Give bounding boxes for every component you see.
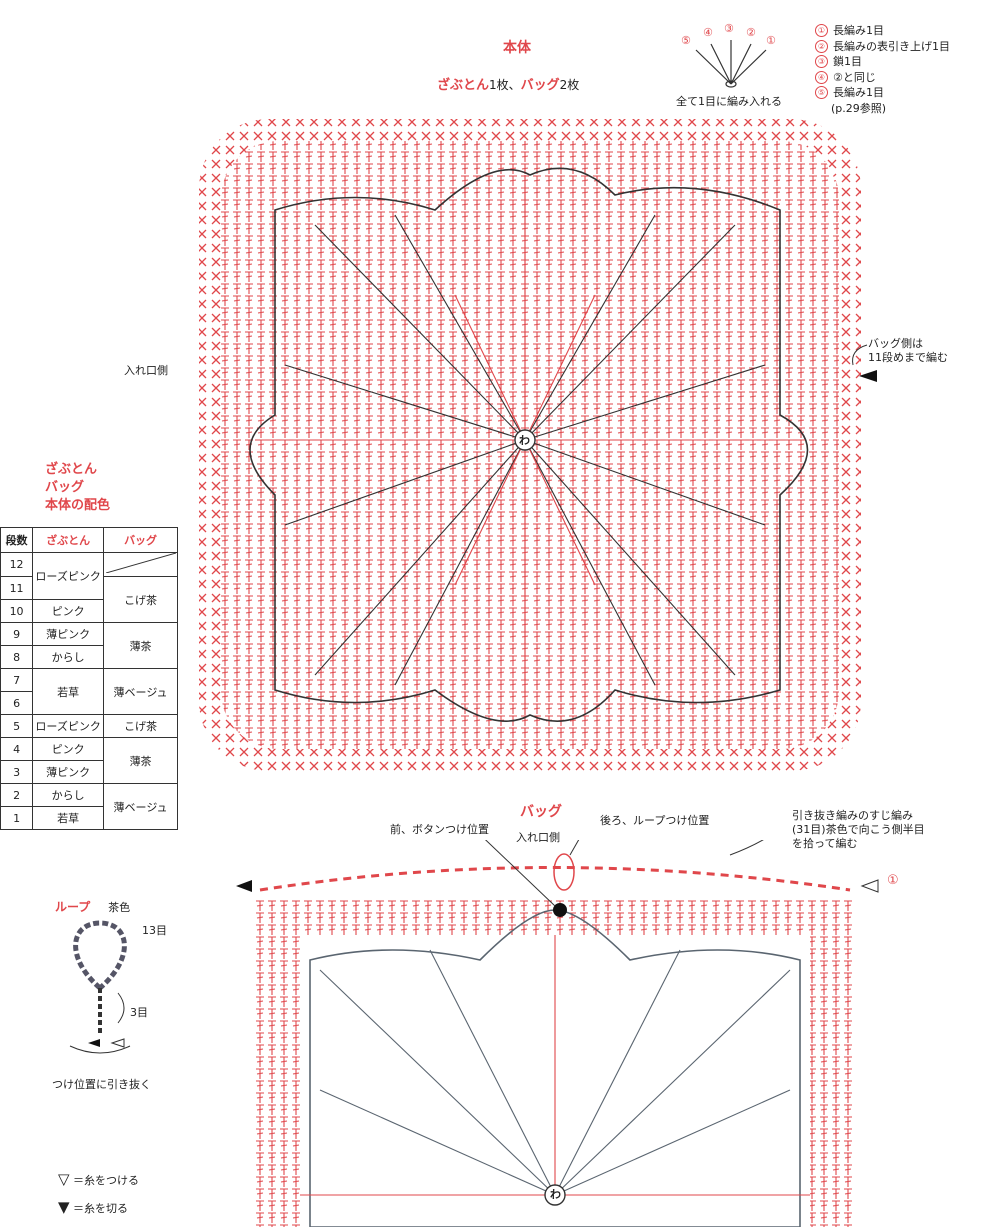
loop-position-marker	[553, 853, 575, 891]
cluster-legend: ⑤ ④ ③ ② ①	[676, 22, 786, 92]
bag-slip-stitch-note: 引き抜き編みのすじ編み (31目)茶色で向こう側半目 を拾って編む	[792, 809, 925, 850]
attach-thread-icon	[110, 1038, 125, 1048]
subtitle-zabuton-count: 1枚、	[489, 78, 521, 92]
bag-crochet-chart	[236, 840, 879, 1227]
color-table-caption: ざぶとん バッグ 本体の配色	[45, 462, 111, 513]
cluster-caption: 全て1目に編み入れる	[676, 95, 782, 108]
button-position-marker	[553, 903, 567, 917]
cut-thread-icon: ▼	[58, 1198, 70, 1216]
attach-thread-icon: ▽	[58, 1170, 70, 1188]
bag-heading: バッグ	[520, 804, 562, 820]
symbol-cut: ▼ ＝糸を切る	[58, 1198, 129, 1216]
bag-center-label: わ	[550, 1188, 561, 1201]
bag-side-note: バッグ側は 11段めまで編む	[868, 337, 948, 364]
bag-start-mark: ①	[887, 873, 899, 888]
main-subtitle: ざぶとん1枚、バッグ2枚	[437, 74, 579, 93]
subtitle-zabuton: ざぶとん	[437, 78, 490, 93]
cluster-num-3: ③	[724, 22, 734, 35]
main-entrance-label: 入れ口側	[124, 364, 168, 377]
loop-position-label: 後ろ、ループつけ位置	[600, 814, 710, 827]
cluster-num-2: ②	[746, 26, 756, 39]
main-center-label: わ	[519, 434, 530, 447]
cluster-num-5: ⑤	[681, 34, 691, 47]
cluster-num-4: ④	[703, 26, 713, 39]
attach-thread-icon	[860, 879, 879, 893]
loop-count-bottom: 3目	[130, 1006, 148, 1019]
bag-entrance-label: 入れ口側	[516, 831, 560, 844]
main-heading: 本体	[503, 40, 531, 56]
cut-thread-icon	[859, 370, 877, 382]
cut-thread-icon	[88, 1039, 100, 1047]
bag-side-pointer	[852, 344, 877, 382]
empty-cell	[103, 552, 178, 577]
symbol-attach: ▽ ＝糸をつける	[58, 1170, 140, 1188]
loop-count-top: 13目	[142, 924, 167, 937]
cut-thread-icon	[236, 880, 252, 892]
cluster-num-1: ①	[766, 34, 776, 47]
loop-title: ループ 茶色	[55, 900, 131, 914]
loop-caption: つけ位置に引き抜く	[52, 1078, 151, 1091]
stitch-legend-reference: (p.29参照)	[831, 101, 887, 115]
button-position-label: 前、ボタンつけ位置	[390, 823, 489, 836]
subtitle-bag-count: 2枚	[559, 78, 580, 92]
cluster-symbol-icon	[695, 40, 767, 88]
main-crochet-chart	[199, 119, 861, 771]
loop-diagram	[69, 920, 131, 1054]
subtitle-bag: バッグ	[520, 78, 560, 93]
